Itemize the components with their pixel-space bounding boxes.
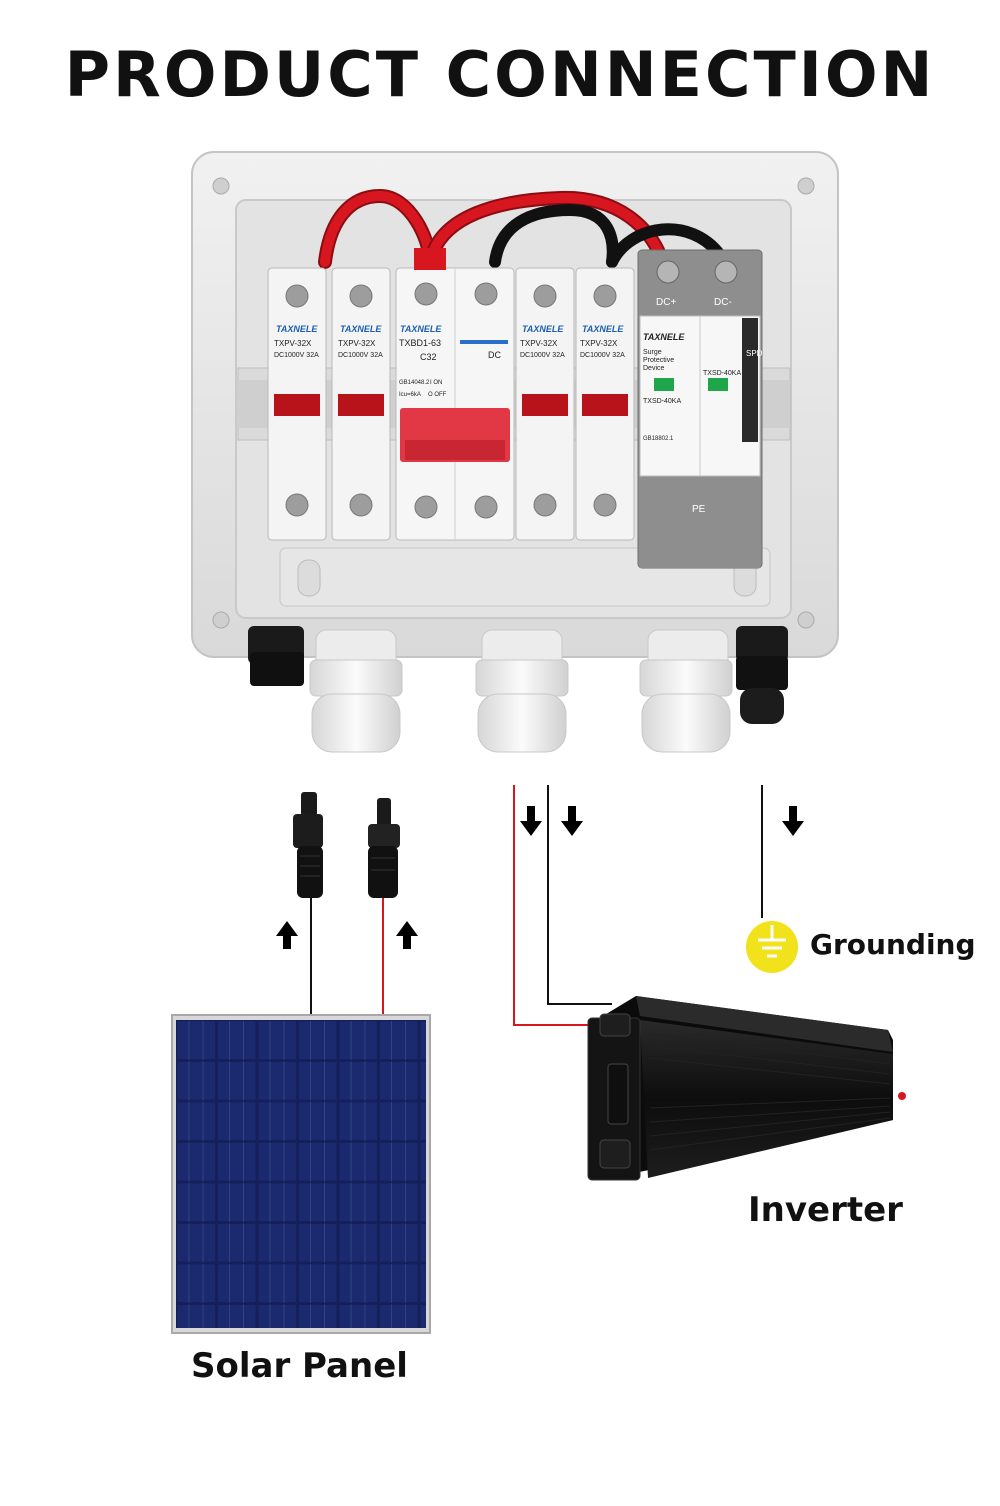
spd-brand: TAXNELE bbox=[643, 332, 685, 342]
fuse-3-rating: DC1000V 32A bbox=[520, 352, 565, 359]
fuse-holder-3: TAXNELE TXPV-32X DC1000V 32A bbox=[515, 267, 575, 541]
spd-model: TXSD-40KA bbox=[643, 398, 681, 405]
fuse-3-brand: TAXNELE bbox=[522, 324, 564, 334]
breaker-on: I ON bbox=[430, 380, 442, 386]
spd-desc-3: Device bbox=[643, 365, 665, 372]
breaker-icu: Icu=6kA bbox=[399, 392, 421, 398]
breaker-off: O OFF bbox=[428, 392, 447, 398]
surge-protective-device: DC+ DC- TAXNELE SPD Surge Protective Dev… bbox=[637, 249, 763, 569]
breaker-curve: C32 bbox=[420, 352, 437, 362]
dc-breaker: TAXNELE TXBD1-63 C32 DC GB14048.2 Icu=6k… bbox=[395, 248, 515, 541]
fuse-1-model: TXPV-32X bbox=[274, 339, 312, 348]
solar-panel-label: Solar Panel bbox=[191, 1346, 408, 1386]
fuse-holder-2: TAXNELE TXPV-32X DC1000V 32A bbox=[331, 267, 391, 541]
spd-pe-label: PE bbox=[692, 504, 706, 515]
grounding-icon bbox=[746, 921, 798, 973]
fuse-2-model: TXPV-32X bbox=[338, 339, 376, 348]
fuse-4-rating: DC1000V 32A bbox=[580, 352, 625, 359]
arrow-down-icon bbox=[520, 806, 804, 836]
fuse-4-brand: TAXNELE bbox=[582, 324, 624, 334]
inverter bbox=[587, 996, 906, 1181]
page-title: PRODUCT CONNECTION bbox=[64, 38, 936, 111]
cable-glands bbox=[248, 626, 788, 753]
spd-model-2: TXSD-40KA bbox=[703, 370, 741, 377]
spd-negative-label: DC- bbox=[714, 297, 732, 308]
wiring bbox=[310, 785, 763, 1026]
fuse-2-rating: DC1000V 32A bbox=[338, 352, 383, 359]
spd-desc-1: Surge bbox=[643, 349, 662, 356]
breaker-brand: TAXNELE bbox=[400, 324, 442, 334]
internal-wires bbox=[318, 188, 726, 269]
spd-positive-label: DC+ bbox=[656, 297, 676, 308]
mc4-connector-negative bbox=[293, 792, 323, 898]
fuse-1-brand: TAXNELE bbox=[276, 324, 318, 334]
fuse-holder-1: TAXNELE TXPV-32X DC1000V 32A bbox=[267, 267, 327, 541]
breaker-model: TXBD1-63 bbox=[399, 338, 441, 348]
inverter-label: Inverter bbox=[748, 1190, 903, 1230]
mc4-connector-positive bbox=[368, 798, 400, 898]
breaker-standard: GB14048.2 bbox=[399, 380, 430, 386]
fuse-2-brand: TAXNELE bbox=[340, 324, 382, 334]
solar-panel bbox=[171, 1014, 431, 1334]
spd-standard: GB18802.1 bbox=[643, 436, 674, 442]
spd-tag: SPD bbox=[746, 349, 763, 358]
fuse-holder-4: TAXNELE TXPV-32X DC1000V 32A bbox=[575, 267, 635, 541]
spd-desc-2: Protective bbox=[643, 357, 674, 364]
fuse-1-rating: DC1000V 32A bbox=[274, 352, 319, 359]
breaker-dc: DC bbox=[488, 350, 501, 360]
fuse-3-model: TXPV-32X bbox=[520, 339, 558, 348]
arrow-up-icon bbox=[276, 921, 418, 949]
fuse-4-model: TXPV-32X bbox=[580, 339, 618, 348]
grounding-label: Grounding bbox=[810, 928, 976, 961]
